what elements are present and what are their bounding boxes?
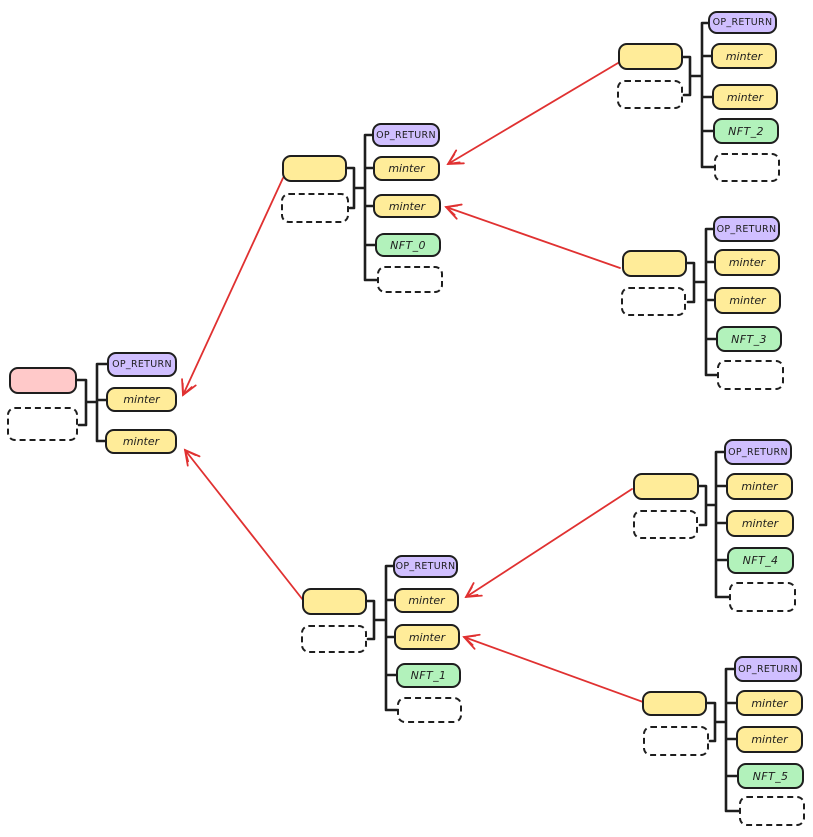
tx-leaf-2-output-nft-2: NFT_2 bbox=[713, 118, 779, 144]
tx-leaf-5-change-placeholder bbox=[643, 726, 709, 756]
tx-leaf-5-input-box bbox=[642, 691, 707, 716]
tx-leaf-3-input-box bbox=[622, 250, 687, 277]
tx-root-change-placeholder bbox=[7, 407, 78, 441]
spend-arrow-leaf4-to-branch-bottom-minter1 bbox=[464, 488, 633, 599]
tx-leaf-4-change-placeholder bbox=[633, 510, 698, 539]
tx-leaf-4-connectors bbox=[697, 450, 731, 599]
tx-branch-top-connectors bbox=[345, 133, 379, 282]
tx-leaf-5-output-minter-1: minter bbox=[736, 690, 803, 716]
tx-leaf-2-output-minter-2: minter bbox=[712, 84, 778, 110]
tx-branch-bottom-output-minter-1: minter bbox=[394, 588, 459, 613]
tx-leaf-3-output-minter-1: minter bbox=[714, 249, 780, 276]
tx-leaf-3-output-op-return: OP_RETURN bbox=[713, 216, 780, 242]
spend-arrow-leaf3-to-branch-top-minter2 bbox=[444, 203, 621, 269]
tx-leaf-2-output-op-return: OP_RETURN bbox=[708, 11, 777, 34]
tx-leaf-5-output-op-return: OP_RETURN bbox=[734, 656, 802, 682]
spend-arrow-branch-top-to-root-minter1 bbox=[181, 177, 284, 397]
spend-arrow-leaf2-to-branch-top-minter1 bbox=[446, 62, 619, 165]
spend-arrow-leaf5-to-branch-bottom-minter2 bbox=[462, 633, 644, 703]
tx-branch-bottom-output-nft-1: NFT_1 bbox=[396, 663, 461, 688]
tx-root-output-op-return: OP_RETURN bbox=[107, 352, 177, 377]
tx-branch-top-output-nft-0: NFT_0 bbox=[375, 233, 441, 257]
tx-leaf-5-output-minter-2: minter bbox=[736, 726, 803, 753]
tx-root-input-box bbox=[9, 367, 77, 394]
tx-leaf-5-output-placeholder bbox=[739, 796, 805, 826]
tx-leaf-4-output-nft-4: NFT_4 bbox=[727, 547, 794, 574]
tx-leaf-4-output-minter-1: minter bbox=[726, 473, 793, 500]
tx-branch-bottom-output-minter-2: minter bbox=[394, 624, 460, 650]
tx-branch-bottom-input-box bbox=[302, 588, 367, 615]
tx-leaf-2-change-placeholder bbox=[617, 80, 683, 109]
tx-leaf-2-output-minter-1: minter bbox=[711, 43, 777, 69]
tx-leaf-4-output-op-return: OP_RETURN bbox=[724, 439, 792, 465]
tx-branch-top-output-placeholder bbox=[377, 266, 443, 293]
tx-leaf-3-change-placeholder bbox=[621, 287, 686, 316]
tx-branch-top-output-op-return: OP_RETURN bbox=[372, 123, 440, 147]
tx-root-output-minter-2: minter bbox=[105, 429, 177, 454]
tx-leaf-4-output-minter-2: minter bbox=[726, 510, 794, 537]
tx-branch-bottom-connectors bbox=[365, 564, 399, 712]
tx-branch-top-input-box bbox=[282, 155, 347, 182]
tx-leaf-5-output-nft-5: NFT_5 bbox=[737, 763, 804, 789]
tx-branch-top-output-minter-1: minter bbox=[373, 156, 440, 181]
tx-branch-bottom-change-placeholder bbox=[301, 625, 367, 653]
tx-root-output-minter-1: minter bbox=[106, 387, 177, 412]
tx-leaf-2-connectors bbox=[681, 21, 716, 169]
spend-arrow-branch-bottom-to-root-minter2 bbox=[183, 448, 304, 601]
tx-branch-bottom-output-placeholder bbox=[397, 697, 462, 723]
tx-branch-top-output-minter-2: minter bbox=[373, 194, 441, 218]
tx-leaf-4-input-box bbox=[633, 473, 699, 500]
tx-leaf-4-output-placeholder bbox=[729, 582, 796, 612]
tx-leaf-3-output-placeholder bbox=[717, 360, 784, 390]
tx-branch-bottom-output-op-return: OP_RETURN bbox=[393, 555, 458, 578]
tx-leaf-5-connectors bbox=[705, 667, 741, 813]
tx-leaf-3-output-nft-3: NFT_3 bbox=[716, 326, 782, 352]
tx-leaf-3-connectors bbox=[685, 227, 719, 377]
tx-leaf-2-output-placeholder bbox=[714, 153, 780, 182]
tx-leaf-2-input-box bbox=[618, 43, 683, 70]
tx-branch-top-change-placeholder bbox=[281, 193, 349, 223]
tx-leaf-3-output-minter-2: minter bbox=[714, 287, 781, 314]
tx-root-connectors bbox=[75, 362, 109, 443]
